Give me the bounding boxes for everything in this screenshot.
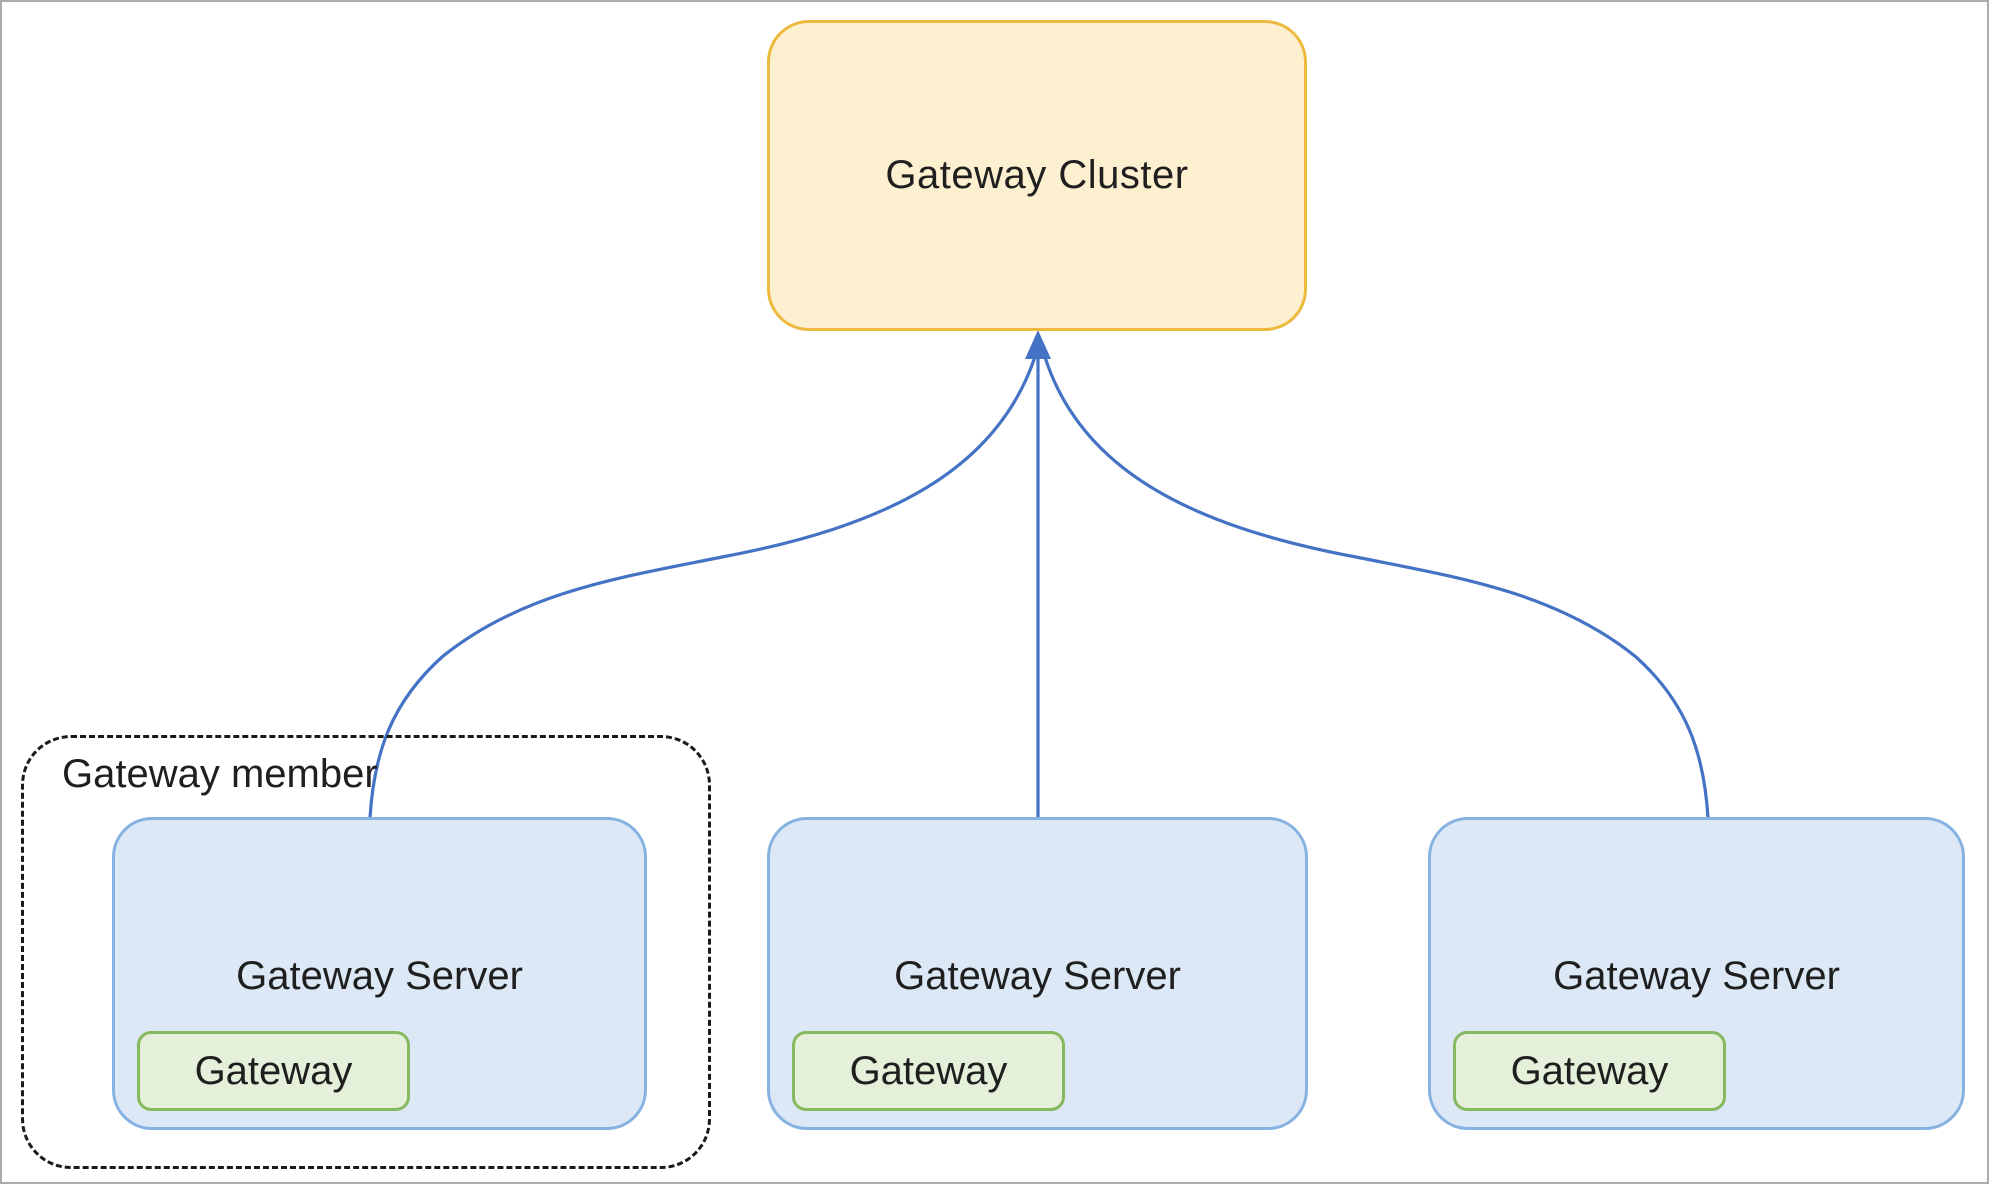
gateway-cluster-box: Gateway Cluster [767,20,1307,331]
gateway-server-box-2: Gateway Server Gateway [767,817,1308,1130]
gateway-label-2: Gateway [849,1048,1008,1093]
gateway-box-2: Gateway [792,1031,1065,1111]
gateway-label-1: Gateway [194,1048,353,1093]
gateway-server-box-1: Gateway Server Gateway [112,817,647,1130]
gateway-cluster-label: Gateway Cluster [885,153,1189,197]
gateway-member-group-frame: Gateway member [21,735,711,1169]
gateway-member-label: Gateway member [62,752,378,796]
gateway-server-box-3: Gateway Server Gateway [1428,817,1965,1130]
gateway-server-label-2: Gateway Server [894,954,1181,998]
gateway-server-label-3: Gateway Server [1553,954,1840,998]
gateway-box-1: Gateway [137,1031,410,1111]
arrowhead-up-icon [1025,330,1051,359]
gateway-label-3: Gateway [1510,1048,1669,1093]
connector-right-server-to-cluster [1040,346,1710,819]
gateway-server-label-1: Gateway Server [236,954,523,998]
gateway-box-3: Gateway [1453,1031,1726,1111]
